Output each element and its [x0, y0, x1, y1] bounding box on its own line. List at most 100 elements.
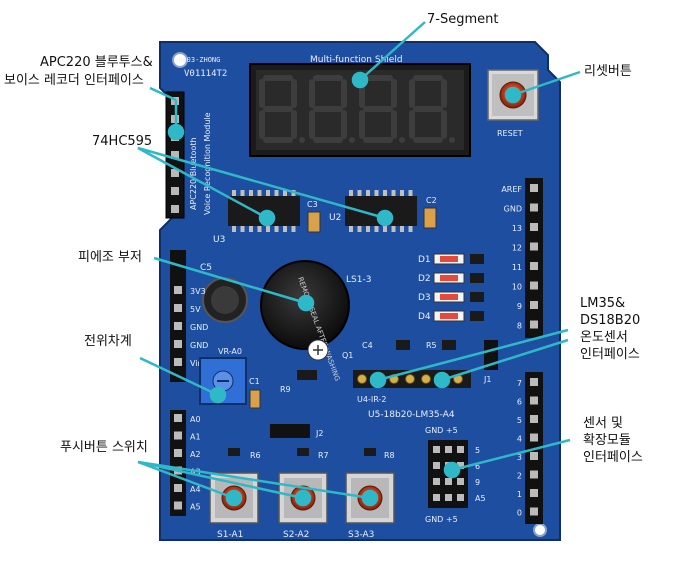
segment-digit [259, 75, 305, 143]
led-label: D4 [418, 312, 431, 322]
callout-potentiometer: 전위차계 [84, 334, 132, 349]
callout-piezo: 피에조 부저 [78, 250, 142, 265]
callout-seven-segment: 7-Segment [427, 12, 499, 27]
header-pin [174, 286, 182, 294]
pin-label: 6 [475, 462, 480, 471]
pin-label: A1 [190, 433, 201, 442]
gnd-5-top-silk: GND +5 [425, 426, 458, 435]
led-label: D2 [418, 274, 431, 284]
segment-digit [309, 75, 355, 143]
pin-label: 8 [517, 322, 522, 331]
c3-silk: C3 [307, 200, 318, 209]
pin-label: 2 [517, 472, 522, 481]
header-pin [174, 414, 182, 422]
vr-silk: VR-A0 [218, 347, 242, 356]
apc220-silk-2: Voice Recognition Module [203, 112, 212, 215]
r6-silk: R6 [250, 451, 261, 460]
pin-label: 4 [517, 435, 522, 444]
callout-leaders [137, 21, 581, 507]
led-label: D3 [418, 293, 431, 303]
pin-label: 5V [190, 305, 201, 314]
header-pin [530, 396, 538, 405]
header-pin [174, 484, 182, 492]
pin-label: 13 [512, 224, 522, 233]
pin-label: 3V3 [190, 287, 206, 296]
pin-label: AREF [501, 185, 522, 194]
callout-expansion-line3: 인터페이스 [583, 450, 643, 465]
pin-label: 5 [475, 446, 480, 455]
seven-segment-display [249, 63, 471, 157]
header-pin [445, 494, 452, 501]
s2-silk: S2-A2 [283, 530, 309, 540]
jumper-j2[interactable] [270, 424, 310, 438]
header-pin [433, 446, 440, 453]
callout-expansion-line2: 확장모듈 [583, 433, 631, 448]
r9-silk: R9 [280, 385, 291, 394]
header-pin [530, 281, 538, 290]
header-pin [174, 304, 182, 312]
pin-label: 6 [517, 398, 522, 407]
pin-label: A4 [190, 485, 201, 494]
header-pin [530, 184, 538, 192]
led-label: D1 [418, 255, 431, 265]
apc220-silk-1: APC220 Bluetooth [189, 137, 198, 210]
pin-label: 7 [517, 379, 522, 388]
header-pin [445, 478, 452, 485]
header-pin [530, 433, 538, 442]
pin-label: 0 [517, 509, 522, 518]
header-pin [457, 478, 464, 485]
header-pin [530, 203, 538, 212]
pin-label: GND [190, 323, 208, 332]
model-top-silk: v0003-ZHONG [174, 56, 220, 64]
pin-label: 9 [475, 478, 480, 487]
socket-hole [405, 374, 415, 384]
u2-silk: U2 [329, 213, 341, 223]
board-title-silk: Multi-function Shield [310, 55, 403, 65]
header-pin [530, 470, 538, 479]
header-pin [530, 301, 538, 309]
header-pin [530, 242, 538, 251]
c4-silk: C4 [362, 341, 373, 350]
pin-label: A5 [190, 503, 201, 512]
header-pin [174, 340, 182, 348]
callout-74hc595: 74HC595 [92, 134, 153, 149]
r8-silk: R8 [384, 451, 395, 460]
pin-label: 11 [512, 263, 522, 272]
pin-label: 1 [517, 490, 522, 499]
ls-silk: LS1-3 [346, 275, 371, 285]
left-header-power [170, 250, 186, 382]
header-pin [530, 452, 538, 460]
j1-silk: J1 [483, 375, 491, 384]
r5-silk: R5 [426, 341, 437, 350]
callout-apc220-line1: APC220 블루투스& [40, 55, 153, 70]
header-pin [174, 501, 182, 510]
s1-silk: S1-A1 [217, 530, 243, 540]
u3-silk: U3 [213, 235, 225, 245]
pin-label: 5 [517, 416, 522, 425]
right-header-top [525, 178, 543, 338]
header-pin [174, 431, 182, 440]
pin-label: Vin [190, 359, 203, 368]
socket-hole [357, 374, 367, 384]
callout-lm35-line3: 온도센서 [580, 330, 628, 345]
callout-pushbutton: 푸시버튼 스위치 [60, 440, 148, 455]
socket-hole [421, 374, 431, 384]
callout-apc220-line2: 보이스 레코더 인터페이스 [4, 73, 144, 88]
pin-label: GND [190, 341, 208, 350]
header-pin [530, 262, 538, 270]
header-pin [433, 494, 440, 501]
q1-silk: Q1 [342, 351, 353, 360]
c5-silk: C5 [200, 263, 212, 273]
c2-silk: C2 [426, 196, 437, 205]
model-code-silk: V01114T2 [184, 69, 227, 79]
callout-lm35-line2: DS18B20 [580, 313, 641, 328]
left-header-analog [170, 410, 186, 516]
header-pin [530, 489, 538, 497]
pin-label: 10 [512, 283, 522, 292]
header-pin [445, 446, 452, 453]
r7-silk: R7 [318, 451, 329, 460]
header-pin [433, 478, 440, 485]
u4-silk: U4-IR-2 [357, 395, 386, 404]
callout-lm35-line1: LM35& [580, 296, 626, 311]
